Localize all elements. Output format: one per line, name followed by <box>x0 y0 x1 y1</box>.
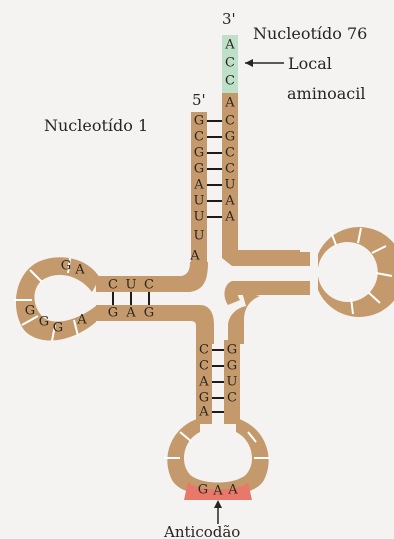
nucleotide: A <box>74 263 85 278</box>
nucleotide: G <box>227 343 237 358</box>
nucleotide: A <box>125 306 136 321</box>
nucleotide: G <box>108 306 118 321</box>
five-prime-label: 5' <box>192 91 206 109</box>
nucleotide: C <box>225 114 235 129</box>
nucleotide: U <box>194 210 205 225</box>
nucleotide: G <box>198 483 208 498</box>
nucleotide: A <box>76 313 87 328</box>
nucleotide: G <box>39 315 49 330</box>
nucleotide: C <box>227 391 237 406</box>
nucleotide: G <box>194 146 204 161</box>
nucleotide: C <box>108 278 118 293</box>
nucleotide: C <box>199 343 209 358</box>
nucleotide: A <box>224 38 235 53</box>
nucleotide: G <box>227 359 237 374</box>
nucleotide: U <box>194 229 205 244</box>
nucleotide: A <box>224 194 235 209</box>
nucleotide: U <box>194 194 205 209</box>
nucleotide: G <box>144 306 154 321</box>
nucleotide-1-label: Nucleotído 1 <box>44 116 148 135</box>
nucleotide: C <box>199 359 209 374</box>
nucleotide: G <box>225 130 235 145</box>
d-stem-base-pairs <box>113 292 149 305</box>
nucleotide: G <box>61 259 71 274</box>
nucleotide: G <box>194 162 204 177</box>
d-to-anticodon-connector <box>160 305 214 344</box>
t-loop-hole <box>321 244 373 296</box>
nucleotide: G <box>53 321 63 336</box>
anticodon-arrow-icon <box>214 500 222 524</box>
nucleotide: C <box>225 56 235 71</box>
nucleotide: U <box>225 178 236 193</box>
acceptor-3prime-letters: A C G C C U A A <box>224 96 235 225</box>
anticodon-stem-base-pairs <box>212 350 224 412</box>
t-stem-upper <box>232 252 310 266</box>
nucleotide: A <box>193 178 204 193</box>
nucleotide: A <box>198 375 209 390</box>
nucleotide: C <box>144 278 154 293</box>
nucleotide: A <box>189 249 200 264</box>
nucleotide: C <box>225 74 235 89</box>
t-arm <box>232 227 394 317</box>
nucleotide: A <box>198 405 209 420</box>
nucleotide-76-label: Nucleotído 76 <box>253 24 367 43</box>
nucleotide: U <box>227 375 238 390</box>
nucleotide: A <box>224 96 235 111</box>
nucleotide: G <box>199 391 209 406</box>
aminoacyl-site-label-line2: aminoacil <box>287 84 366 103</box>
nucleotide: C <box>225 162 235 177</box>
aminoacyl-arrow-icon <box>245 59 284 67</box>
anticodon-letters: G A A <box>198 483 239 499</box>
nucleotide: C <box>225 146 235 161</box>
aminoacyl-site-label: Local <box>288 54 332 73</box>
nucleotide: A <box>224 210 235 225</box>
acceptor-tail-letters: A C C <box>224 38 235 89</box>
anticodon-label: Anticodão <box>163 523 240 539</box>
acceptor-to-d-arm-connector <box>160 262 208 292</box>
nucleotide: A <box>212 484 223 499</box>
nucleotide: U <box>126 278 137 293</box>
nucleotide: A <box>227 483 238 498</box>
nucleotide: C <box>194 130 204 145</box>
nucleotide: G <box>25 304 35 319</box>
three-prime-label: 3' <box>222 10 236 28</box>
acceptor-base-pairs <box>207 121 222 217</box>
nucleotide: G <box>194 114 204 129</box>
anticodon-arm <box>164 340 270 500</box>
